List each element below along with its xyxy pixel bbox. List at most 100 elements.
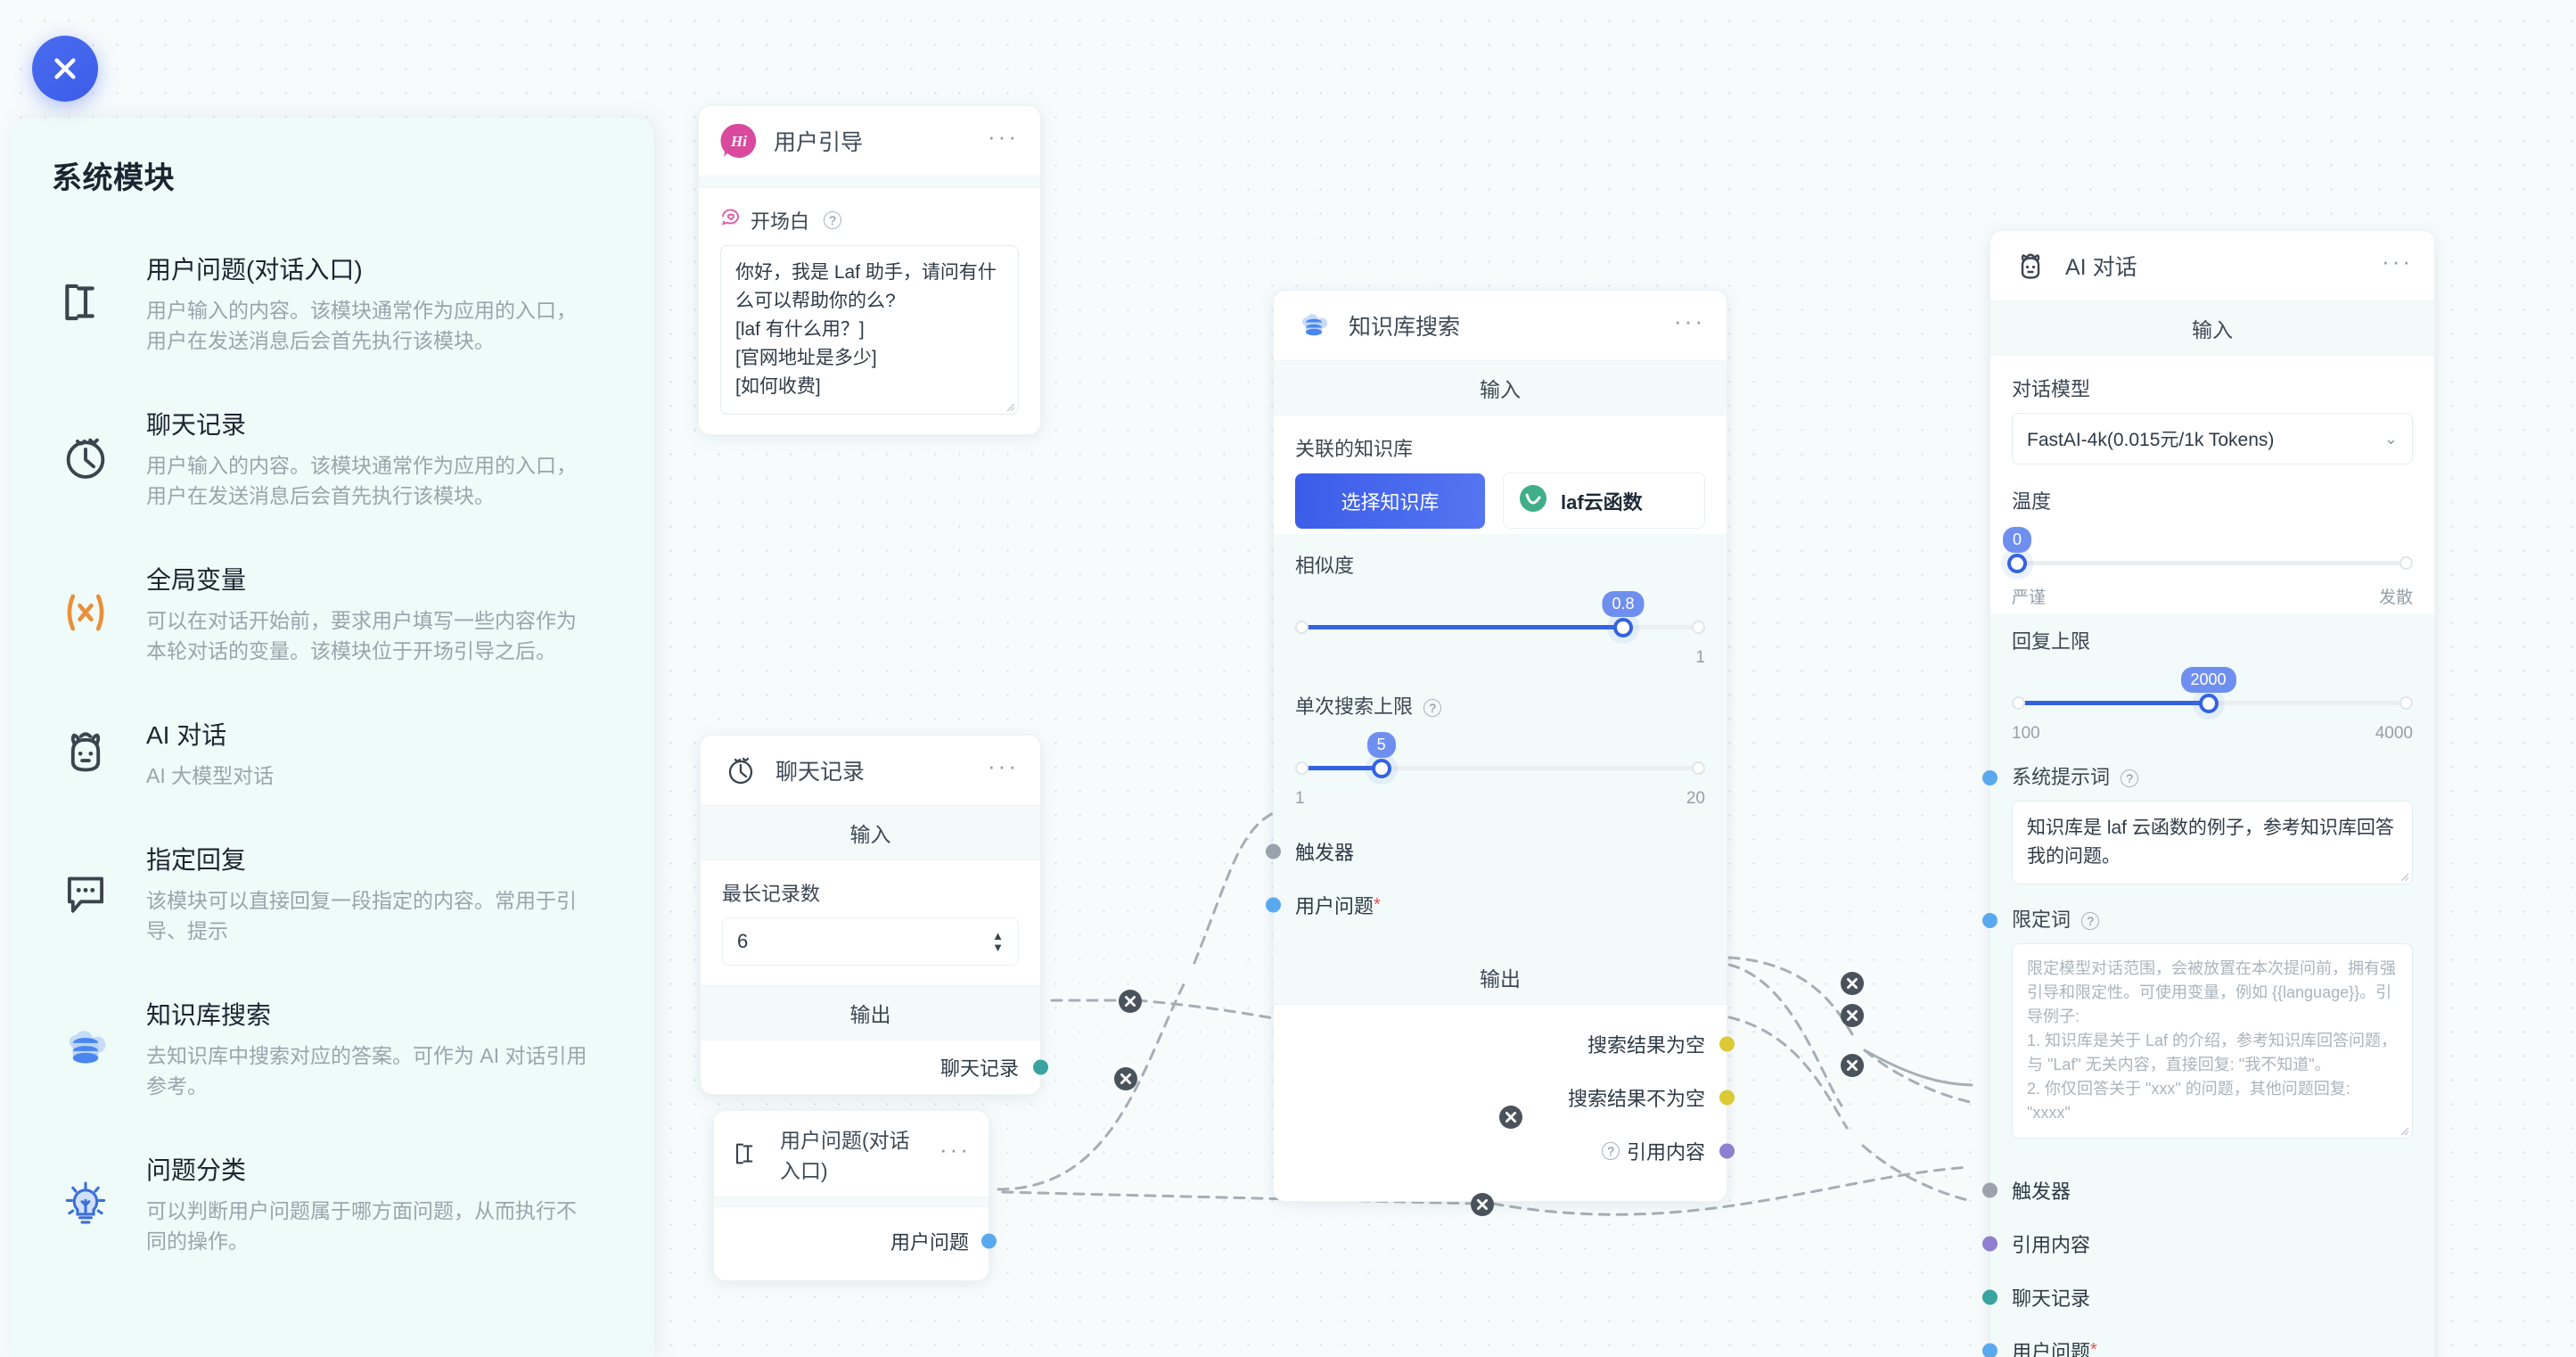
input-port-row[interactable]: 用户问题* — [1982, 1324, 2413, 1357]
help-icon[interactable]: ? — [824, 211, 842, 229]
node-header[interactable]: 用户问题(对话入口) ··· — [714, 1111, 989, 1197]
node-ai-chat[interactable]: AI 对话 ··· 输入 对话模型 FastAI-4k(0.015元/1k To… — [1982, 230, 2435, 1357]
sidebar-item-kb-search[interactable]: 知识库搜索 去知识库中搜索对应的答案。可作为 AI 对话引用参考。 — [52, 994, 613, 1101]
input-port-dot[interactable] — [1982, 1236, 1998, 1252]
slider-track[interactable] — [1295, 766, 1705, 770]
max-tokens-max-label: 4000 — [2375, 724, 2413, 743]
node-menu-button[interactable]: ··· — [1674, 308, 1705, 334]
edge-delete-button[interactable] — [1841, 972, 1864, 999]
output-port-row[interactable]: 用户问题 — [734, 1214, 997, 1268]
help-icon[interactable]: ? — [1601, 1142, 1620, 1160]
output-port-dot[interactable] — [981, 1233, 997, 1249]
slider-thumb[interactable] — [1371, 759, 1391, 778]
input-port-row[interactable]: 触发器 — [1982, 1164, 2413, 1217]
model-select[interactable]: FastAI-4k(0.015元/1k Tokens) ⌄ — [2012, 413, 2413, 465]
input-port-dot[interactable] — [1982, 912, 1998, 928]
node-menu-button[interactable]: ··· — [988, 123, 1019, 150]
node-output-body: 聊天记录 — [701, 1040, 1048, 1094]
slider-thumb[interactable] — [2007, 554, 2027, 573]
search-limit-slider[interactable]: 5 — [1295, 732, 1705, 793]
system-prompt-field[interactable]: 知识库是 laf 云函数的例子，参考知识库回答我的问题。 — [2012, 801, 2413, 884]
max-records-input[interactable]: 6 ▲ ▼ — [722, 917, 1019, 966]
input-port-row[interactable]: 引用内容 — [1982, 1217, 2413, 1271]
node-header[interactable]: AI 对话 ··· — [1990, 231, 2434, 300]
select-kb-button[interactable]: 选择知识库 — [1295, 473, 1485, 529]
ai-input-ports: 触发器 引用内容 聊天记录 用户问题* — [1982, 1154, 2434, 1357]
stepper-down-icon[interactable]: ▼ — [992, 940, 1004, 954]
help-icon[interactable]: ? — [2081, 912, 2100, 930]
kb-chip[interactable]: laf云函数 — [1503, 473, 1705, 529]
required-marker: * — [2090, 1340, 2097, 1357]
node-menu-button[interactable]: ··· — [939, 1136, 971, 1163]
output-port-row[interactable]: 搜索结果为空 — [1295, 1017, 1735, 1071]
input-port-dot[interactable] — [1982, 1343, 1998, 1357]
chevron-down-icon[interactable]: ⌄ — [2383, 429, 2398, 448]
edge-delete-button[interactable] — [1471, 1193, 1494, 1221]
sidebar-item-user-question[interactable]: 用户问题(对话入口) 用户输入的内容。该模块通常作为应用的入口，用户在发送消息后… — [52, 249, 613, 356]
sidebar-item-chat-history[interactable]: 聊天记录 用户输入的内容。该模块通常作为应用的入口，用户在发送消息后会首先执行该… — [52, 404, 613, 511]
qualifier-field[interactable]: 限定模型对话范围，会被放置在本次提问前，拥有强引导和限定性。可使用变量，例如 {… — [2012, 942, 2413, 1139]
slider-thumb[interactable] — [1613, 618, 1633, 637]
node-header[interactable]: 知识库搜索 ··· — [1274, 291, 1727, 360]
opening-statement-textarea[interactable]: 你好，我是 Laf 助手，请问有什么可以帮助你的么? [laf 有什么用？] [… — [720, 245, 1019, 415]
node-title: 聊天记录 — [775, 760, 866, 785]
slider-end-dot — [1692, 761, 1705, 775]
edge-delete-button[interactable] — [1499, 1106, 1522, 1133]
slider-track[interactable] — [2012, 561, 2413, 565]
output-port-row[interactable]: 聊天记录 — [722, 1040, 1048, 1094]
close-button[interactable] — [32, 36, 98, 102]
node-header[interactable]: Hi 用户引导 ··· — [699, 106, 1040, 176]
similarity-scale: 1 — [1295, 648, 1705, 668]
stepper-up-icon[interactable]: ▲ — [992, 928, 1004, 942]
output-port-dot[interactable] — [1033, 1059, 1048, 1075]
sidebar-item-global-variable[interactable]: 全局变量 可以在对话开始前，要求用户填写一些内容作为本轮对话的变量。该模块位于开… — [52, 559, 613, 666]
node-header[interactable]: 聊天记录 ··· — [701, 736, 1040, 805]
edge-delete-button[interactable] — [1841, 1004, 1864, 1032]
sidebar-item-desc: 可以判断用户问题属于哪方面问题，从而执行不同的操作。 — [146, 1199, 577, 1254]
edge-delete-button[interactable] — [1119, 990, 1142, 1017]
svg-text:Hi: Hi — [730, 133, 747, 150]
node-kb-search[interactable]: 知识库搜索 ··· 输入 关联的知识库 选择知识库 laf云函数 相似度 0.8 — [1266, 290, 1735, 1202]
sidebar-item-desc: 去知识库中搜索对应的答案。可作为 AI 对话引用参考。 — [146, 1044, 587, 1098]
close-icon — [54, 58, 76, 79]
qualifier-textarea[interactable]: 限定模型对话范围，会被放置在本次提问前，拥有强引导和限定性。可使用变量，例如 {… — [2012, 942, 2413, 1139]
opening-statement-field[interactable]: 你好，我是 Laf 助手，请问有什么可以帮助你的么? [laf 有什么用？] [… — [720, 245, 1019, 415]
input-port-dot[interactable] — [1266, 897, 1281, 913]
temperature-slider[interactable]: 0 — [2002, 527, 2413, 588]
node-user-question[interactable]: 用户问题(对话入口) ··· 用户问题 — [713, 1110, 997, 1281]
output-port-dot[interactable] — [1719, 1143, 1735, 1159]
resize-grip-icon[interactable] — [2397, 869, 2409, 882]
resize-grip-icon[interactable] — [1003, 399, 1015, 412]
node-menu-button[interactable]: ··· — [2382, 248, 2413, 275]
edge-delete-button[interactable] — [1841, 1054, 1864, 1081]
output-port-row[interactable]: ? 引用内容 — [1295, 1124, 1735, 1178]
input-port-dot[interactable] — [1266, 843, 1281, 859]
page-title: 系统模块 — [52, 161, 175, 195]
node-chat-history[interactable]: 聊天记录 ··· 输入 最长记录数 6 ▲ ▼ 输出 聊天记录 — [700, 735, 1048, 1095]
text-input-icon — [52, 268, 119, 336]
system-prompt-textarea[interactable]: 知识库是 laf 云函数的例子，参考知识库回答我的问题。 — [2012, 801, 2413, 884]
edge-delete-button[interactable] — [1114, 1067, 1137, 1095]
sidebar-item-ai-chat[interactable]: AI 对话 AI 大模型对话 — [52, 714, 613, 791]
node-user-guide[interactable]: Hi 用户引导 ··· 开场白 ? 你好，我是 Laf 助手，请问有什么可以帮助… — [698, 105, 1041, 435]
slider-thumb[interactable] — [2198, 694, 2219, 713]
input-port-dot[interactable] — [1982, 770, 1998, 785]
number-stepper[interactable]: ▲ ▼ — [992, 928, 1004, 954]
max-tokens-slider[interactable]: 2000 — [2012, 667, 2413, 728]
input-port-row[interactable]: 聊天记录 — [1982, 1271, 2413, 1324]
resize-grip-icon[interactable] — [2397, 1123, 2409, 1136]
similarity-slider[interactable]: 0.8 — [1295, 591, 1705, 652]
sidebar-item-specified-reply[interactable]: 指定回复 该模块可以直接回复一段指定的内容。常用于引导、提示 — [52, 839, 613, 946]
sidebar-item-label: 问题分类 — [146, 1156, 247, 1185]
help-icon[interactable]: ? — [2121, 769, 2139, 788]
input-port-row[interactable]: 触发器 — [1266, 825, 1705, 878]
output-port-dot[interactable] — [1719, 1036, 1735, 1052]
sidebar-item-question-classify[interactable]: 问题分类 可以判断用户问题属于哪方面问题，从而执行不同的操作。 — [52, 1149, 613, 1256]
output-port-dot[interactable] — [1719, 1090, 1735, 1106]
input-port-dot[interactable] — [1982, 1289, 1998, 1305]
input-port-dot[interactable] — [1982, 1182, 1998, 1198]
help-icon[interactable]: ? — [1423, 699, 1442, 718]
node-menu-button[interactable]: ··· — [988, 753, 1019, 779]
input-port-row[interactable]: 用户问题* — [1266, 878, 1705, 932]
max-tokens-scale: 100 4000 — [2012, 724, 2413, 744]
